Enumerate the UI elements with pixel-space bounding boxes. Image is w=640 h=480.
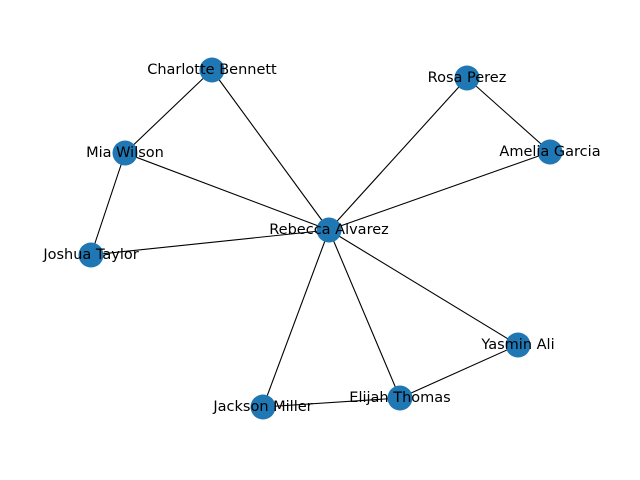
node-rosa [454,65,480,91]
node-label-rebecca: Rebecca Alvarez [269,222,389,238]
edge-rebecca-elijah [328,229,401,399]
edge-charlotte-mia [124,69,213,154]
edge-rosa-amelia [466,77,551,153]
node-yasmin [505,332,531,358]
node-label-jackson: Jackson Miller [212,399,312,415]
edge-rebecca-joshua [90,229,330,256]
node-label-charlotte: Charlotte Bennett [147,62,277,78]
graph-nodes [78,57,563,420]
node-label-yasmin: Yasmin Ali [480,337,554,353]
edge-yasmin-elijah [399,344,519,399]
edge-rebecca-charlotte [211,69,330,231]
edge-elijah-jackson [262,397,401,408]
edge-rebecca-rosa [328,77,468,231]
node-label-amelia: Amelia Garcia [499,144,600,160]
node-label-elijah: Elijah Thomas [349,390,450,406]
node-mia [112,140,138,166]
node-elijah [387,385,413,411]
edge-rebecca-amelia [328,151,551,231]
node-rebecca [316,217,342,243]
node-label-mia: Mia Wilson [86,145,164,161]
node-joshua [78,242,104,268]
node-charlotte [199,57,225,83]
node-label-joshua: Joshua Taylor [42,247,138,263]
edge-rebecca-mia [124,152,330,231]
node-jackson [250,394,276,420]
edge-rebecca-jackson [262,229,330,408]
edge-rebecca-yasmin [328,229,519,346]
node-label-rosa: Rosa Perez [428,70,507,86]
node-amelia [537,139,563,165]
graph-edges [90,69,551,408]
edge-mia-joshua [90,152,126,256]
